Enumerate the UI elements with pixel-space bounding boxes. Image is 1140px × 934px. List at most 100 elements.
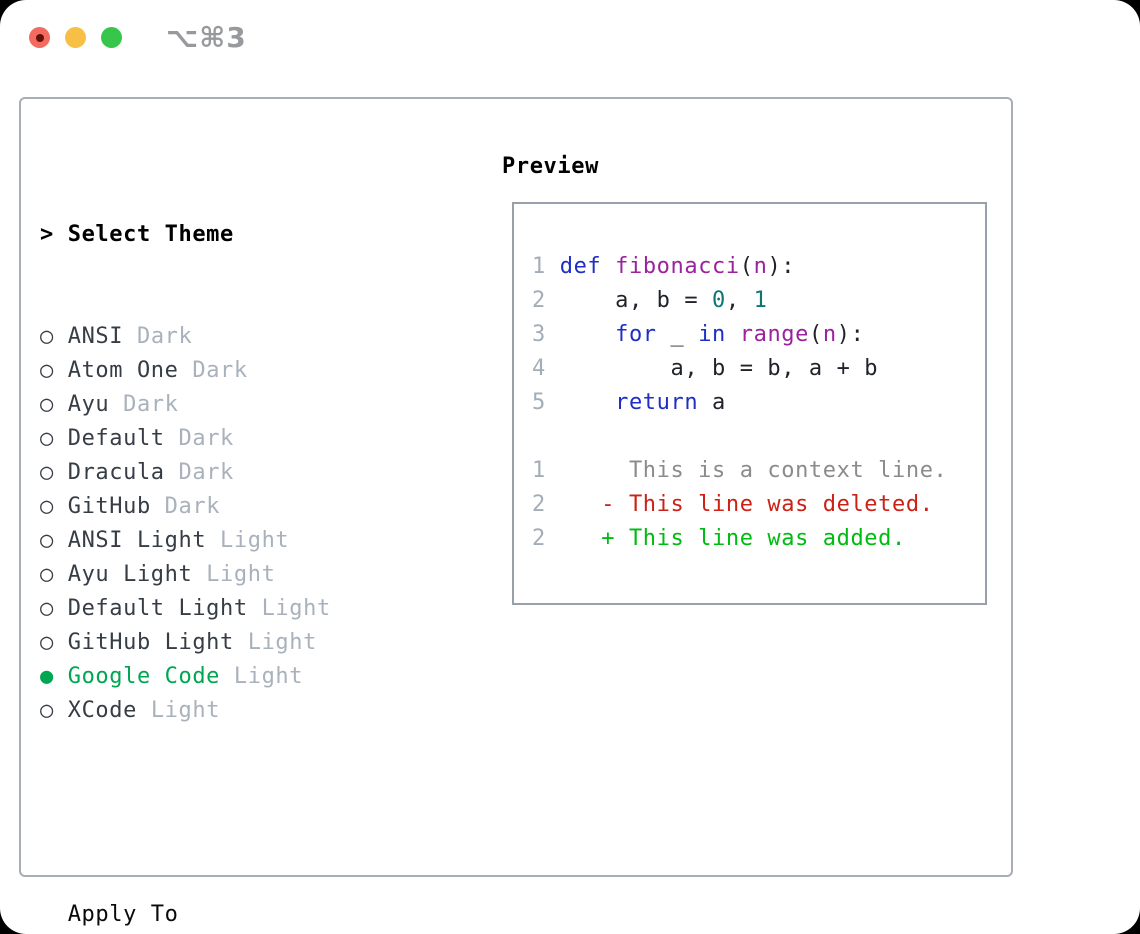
line-number: 3	[532, 322, 546, 347]
select-theme-title: Select Theme	[67, 222, 234, 247]
radio-icon: ○	[40, 596, 54, 621]
close-dot-icon	[35, 33, 44, 42]
theme-option-ayu-light[interactable]: ○ Ayu Light Light	[40, 558, 428, 592]
theme-variant-tag: Light	[233, 664, 304, 689]
theme-variant-tag: Light	[220, 528, 290, 553]
main-panel: > Select Theme ○ ANSI Dark○ Atom One Dar…	[19, 97, 1013, 927]
code-segment-kw: in	[698, 322, 726, 347]
code-segment-add: + This line was added.	[559, 526, 906, 551]
line-number: 5	[532, 390, 546, 415]
radio-icon: ○	[40, 630, 54, 655]
theme-name: Default Light	[67, 596, 248, 621]
radio-icon: ○	[40, 324, 54, 349]
theme-option-ansi[interactable]: ○ ANSI Dark	[40, 320, 428, 354]
apply-to-header: Apply To	[40, 898, 428, 932]
theme-name: Default	[67, 426, 165, 451]
theme-variant-tag: Dark	[178, 426, 234, 451]
preview-title: Preview	[502, 154, 599, 179]
theme-name: ANSI	[67, 324, 124, 349]
code-segment-kw: def	[559, 254, 602, 279]
code-segment-num: 1	[753, 288, 768, 313]
code-segment-pl: a, b = b, a + b	[559, 356, 879, 381]
code-segment-num: 0	[712, 288, 726, 313]
preview-line: 1 def fibonacci(n):	[532, 250, 985, 284]
spacer	[40, 796, 428, 830]
preview-line: 2 a, b = 0, 1	[532, 284, 985, 318]
code-segment-kw: return	[615, 390, 699, 415]
line-number: 2	[532, 288, 546, 313]
code-segment-pl: (	[739, 254, 754, 279]
titlebar	[29, 27, 122, 48]
code-segment-pl	[601, 254, 615, 279]
theme-option-ayu[interactable]: ○ Ayu Dark	[40, 388, 428, 422]
code-segment-ctx: This is a context line.	[559, 458, 948, 483]
theme-option-github[interactable]: ○ GitHub Dark	[40, 490, 428, 524]
theme-option-default[interactable]: ○ Default Dark	[40, 422, 428, 456]
code-segment-kw: for	[615, 322, 657, 347]
preview-line: 5 return a	[532, 386, 985, 420]
theme-name: Ayu	[67, 392, 110, 417]
line-number: 1	[532, 254, 546, 279]
radio-icon: ○	[40, 494, 54, 519]
theme-option-google-code[interactable]: ● Google Code Light	[40, 660, 428, 694]
theme-variant-tag: Light	[247, 630, 317, 655]
theme-name: ANSI Light	[67, 528, 207, 553]
theme-name: Dracula	[67, 460, 165, 485]
preview-line: 2 - This line was deleted.	[532, 488, 985, 522]
theme-variant-tag: Dark	[192, 358, 248, 383]
line-number: 4	[532, 356, 546, 381]
theme-variant-tag: Light	[206, 562, 276, 587]
code-segment-fn: range	[739, 322, 809, 347]
maximize-button[interactable]	[101, 27, 122, 48]
theme-name: Google Code	[67, 664, 221, 689]
apply-to-label: Apply To	[67, 902, 179, 927]
code-segment-pl: _	[656, 322, 699, 347]
theme-name: Ayu Light	[67, 562, 193, 587]
theme-variant-tag: Dark	[136, 324, 193, 349]
theme-name: Atom One	[67, 358, 179, 383]
theme-name: XCode	[67, 698, 137, 723]
code-segment-pl: (	[809, 322, 823, 347]
theme-list: ○ ANSI Dark○ Atom One Dark○ Ayu Dark○ De…	[40, 320, 428, 728]
radio-icon: ○	[40, 426, 54, 451]
preview-line: 1 This is a context line.	[532, 454, 985, 488]
code-segment-pl	[560, 322, 615, 347]
theme-name: GitHub	[67, 494, 151, 519]
theme-option-xcode[interactable]: ○ XCode Light	[40, 694, 428, 728]
theme-variant-tag: Dark	[178, 460, 234, 485]
code-segment-pl: ,	[725, 288, 754, 313]
theme-selector: > Select Theme ○ ANSI Dark○ Atom One Dar…	[40, 150, 428, 934]
preview-line: 3 for _ in range(n):	[532, 318, 985, 352]
preview-line: 2 + This line was added.	[532, 522, 985, 556]
minimize-button[interactable]	[65, 27, 86, 48]
code-segment-pl: a, b =	[559, 288, 713, 313]
preview-blank-line	[532, 420, 985, 454]
theme-option-github-light[interactable]: ○ GitHub Light Light	[40, 626, 428, 660]
window-title: ⌥⌘3	[166, 21, 247, 54]
theme-variant-tag: Light	[150, 698, 221, 723]
radio-icon: ○	[40, 562, 54, 587]
preview-line: 4 a, b = b, a + b	[532, 352, 985, 386]
code-segment-fn: fibonacci	[615, 254, 740, 279]
close-button[interactable]	[29, 27, 50, 48]
theme-variant-tag: Light	[261, 596, 331, 621]
theme-option-atom-one[interactable]: ○ Atom One Dark	[40, 354, 428, 388]
theme-option-ansi-light[interactable]: ○ ANSI Light Light	[40, 524, 428, 558]
line-number: 1	[532, 458, 546, 483]
radio-selected-icon: ●	[40, 664, 54, 689]
code-segment-pl	[560, 390, 615, 415]
theme-name: GitHub Light	[67, 630, 234, 655]
code-segment-fn: n	[822, 322, 837, 347]
code-segment-fn: n	[753, 254, 768, 279]
theme-option-dracula[interactable]: ○ Dracula Dark	[40, 456, 428, 490]
code-segment-pl	[726, 322, 740, 347]
line-number: 2	[532, 492, 546, 517]
theme-variant-tag: Dark	[164, 494, 221, 519]
code-segment-pl: a	[698, 390, 726, 415]
radio-icon: ○	[40, 460, 54, 485]
select-theme-header: > Select Theme	[40, 218, 428, 252]
theme-option-default-light[interactable]: ○ Default Light Light	[40, 592, 428, 626]
radio-icon: ○	[40, 358, 54, 383]
